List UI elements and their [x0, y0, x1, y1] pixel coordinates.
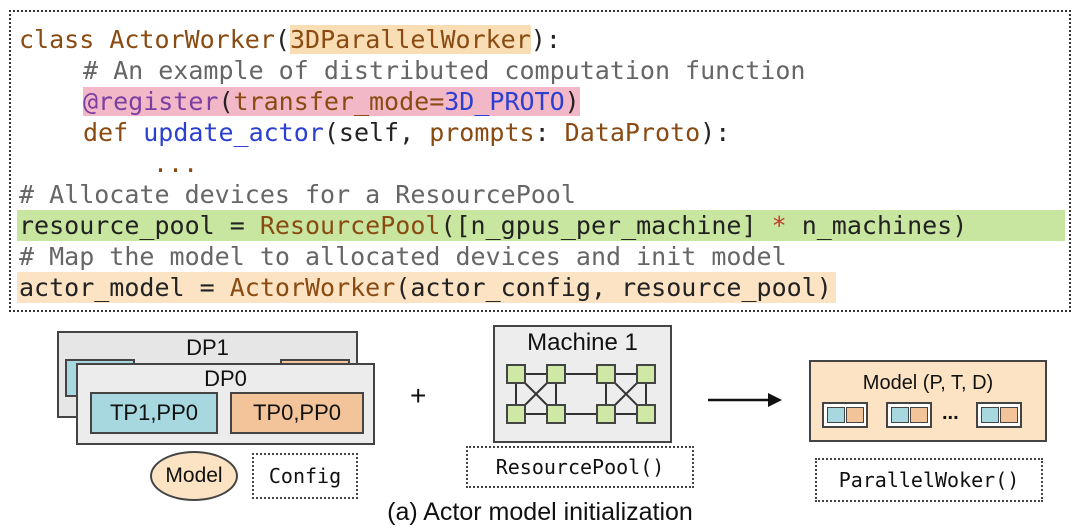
param-type: DataProto: [564, 118, 701, 147]
model-ellipse: Model: [150, 451, 238, 501]
base-class: 3DParallelWorker: [289, 25, 531, 54]
gpu-node: [636, 404, 656, 424]
gpu-node: [546, 404, 566, 424]
args: ([n_gpus_per_machine]: [440, 211, 772, 240]
code-line-7: resource_pool = ResourcePool([n_gpus_per…: [17, 210, 1065, 241]
paren: ):: [530, 25, 561, 54]
code-line-6-comment: # Allocate devices for a ResourcePool: [19, 180, 576, 209]
code-line-5-ellipsis: ...: [153, 149, 199, 178]
keyword-class: class: [19, 25, 95, 54]
code-line-9: actor_model = ActorWorker(actor_config, …: [17, 272, 836, 303]
code-block: class ActorWorker(3DParallelWorker): # A…: [9, 10, 1071, 312]
function-name: update_actor: [143, 118, 324, 147]
gpu-node: [596, 404, 616, 424]
gpu-node: [596, 364, 616, 384]
assign: resource_pool =: [19, 211, 260, 240]
arrow-right-icon: [708, 393, 782, 407]
chip-ellipsis: ...: [942, 402, 959, 424]
decorator: @register: [83, 87, 219, 116]
function-args: (self,: [323, 118, 430, 147]
plus-sign: +: [410, 380, 427, 411]
worker-chip: [822, 402, 868, 428]
paren: ): [564, 87, 580, 116]
worker-chip: [976, 402, 1022, 428]
paren: ):: [700, 118, 731, 147]
worker-chip: [886, 402, 932, 428]
config-box: Config: [252, 453, 358, 499]
code-line-1: class ActorWorker(3DParallelWorker):: [19, 24, 561, 55]
gpu-node: [506, 404, 526, 424]
gpu-node: [506, 364, 526, 384]
model-ptd-label: Model (P, T, D): [862, 372, 994, 394]
tp1-pp0-box: TP1,PP0: [90, 392, 218, 434]
tp0-pp0-box: TP0,PP0: [230, 392, 364, 434]
dp0-card: DP0 TP1,PP0 TP0,PP0: [76, 363, 375, 445]
actorworker-class: ActorWorker: [229, 273, 396, 302]
decorator-value: 3D_PROTO: [444, 87, 565, 116]
multiply-operator: *: [771, 211, 787, 240]
model-ptd-card: Model (P, T, D) ...: [809, 360, 1047, 442]
gpu-node: [636, 364, 656, 384]
decorator-arg: transfer_mode=: [233, 87, 445, 116]
code-line-3: @register(transfer_mode=3D_PROTO): [83, 86, 580, 117]
colon: :: [534, 118, 565, 147]
paren: (: [218, 87, 234, 116]
machine-1-card: Machine 1: [493, 325, 672, 443]
machine-1-label: Machine 1: [527, 329, 638, 356]
resourcepool-class: ResourcePool: [259, 211, 441, 240]
resourcepool-box: ResourcePool(): [466, 446, 694, 488]
keyword-def: def: [83, 118, 129, 147]
paren: (: [274, 25, 290, 54]
assign: actor_model =: [19, 273, 230, 302]
args: (actor_config, resource_pool): [395, 273, 832, 302]
args: n_machines): [786, 211, 968, 240]
gpu-node: [546, 364, 566, 384]
figure-caption: (a) Actor model initialization: [387, 498, 693, 526]
code-line-2-comment: # An example of distributed computation …: [83, 56, 806, 85]
param-name: prompts: [429, 118, 535, 147]
code-line-4: def update_actor(self, prompts: DataProt…: [83, 117, 730, 148]
dp0-label: DP0: [204, 366, 247, 391]
parallelworker-box: ParallelWoker(): [815, 458, 1043, 502]
dp1-label: DP1: [186, 335, 229, 360]
code-line-8-comment: # Map the model to allocated devices and…: [19, 242, 787, 271]
class-name: ActorWorker: [109, 25, 275, 54]
